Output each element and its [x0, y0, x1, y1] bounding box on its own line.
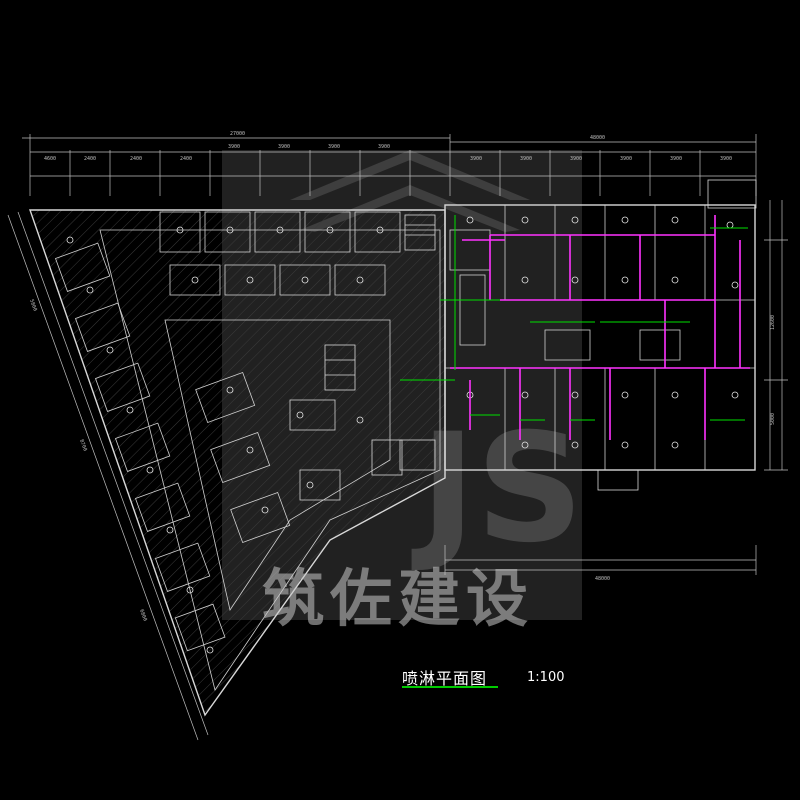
west-wing — [29, 209, 446, 717]
right-dimension-lines — [764, 200, 788, 471]
title-underline — [402, 686, 498, 688]
dim-right-2: 5000 — [770, 413, 776, 425]
sprinkler-branch-pipes — [400, 215, 748, 421]
dim-left-2: 8700 — [78, 439, 88, 452]
dim-overall-right: 48000 — [590, 135, 605, 141]
dim-seg-4: 2400 — [180, 156, 192, 162]
top-dimension-lines — [22, 134, 757, 196]
dim-seg-12: 3900 — [620, 156, 632, 162]
drawing-scale: 1:100 — [527, 669, 565, 685]
dim-seg-8: 3900 — [378, 144, 390, 150]
drawing-title: 喷淋平面图 — [402, 669, 488, 688]
dim-seg-7: 3900 — [328, 144, 340, 150]
dim-seg-14: 3900 — [720, 156, 732, 162]
dim-seg-10: 3900 — [520, 156, 532, 162]
dim-seg-9: 3900 — [470, 156, 482, 162]
dim-seg-2: 2400 — [84, 156, 96, 162]
sprinkler-main-pipes — [450, 215, 750, 440]
dim-seg-13: 3900 — [670, 156, 682, 162]
bottom-dimension-lines — [444, 545, 757, 575]
dim-overall-left: 27000 — [230, 131, 245, 137]
drawing-title-block: 喷淋平面图 1:100 — [402, 662, 564, 692]
left-dimension-lines — [7, 211, 209, 741]
dim-seg-3: 2400 — [130, 156, 142, 162]
dim-seg-11: 3900 — [570, 156, 582, 162]
dim-right-1: 12600 — [770, 315, 776, 330]
dim-bottom: 48000 — [595, 576, 610, 582]
dim-seg-5: 3900 — [228, 144, 240, 150]
top-dimension-labels: 27000 48000 4600 2400 2400 2400 3900 390… — [44, 131, 732, 162]
watermark-text: 筑佐建设 — [262, 562, 535, 635]
dim-left-3: 6800 — [138, 609, 148, 622]
dim-left-1: 5800 — [28, 299, 38, 312]
dim-seg-1: 4600 — [44, 156, 56, 162]
dim-seg-6: 3900 — [278, 144, 290, 150]
